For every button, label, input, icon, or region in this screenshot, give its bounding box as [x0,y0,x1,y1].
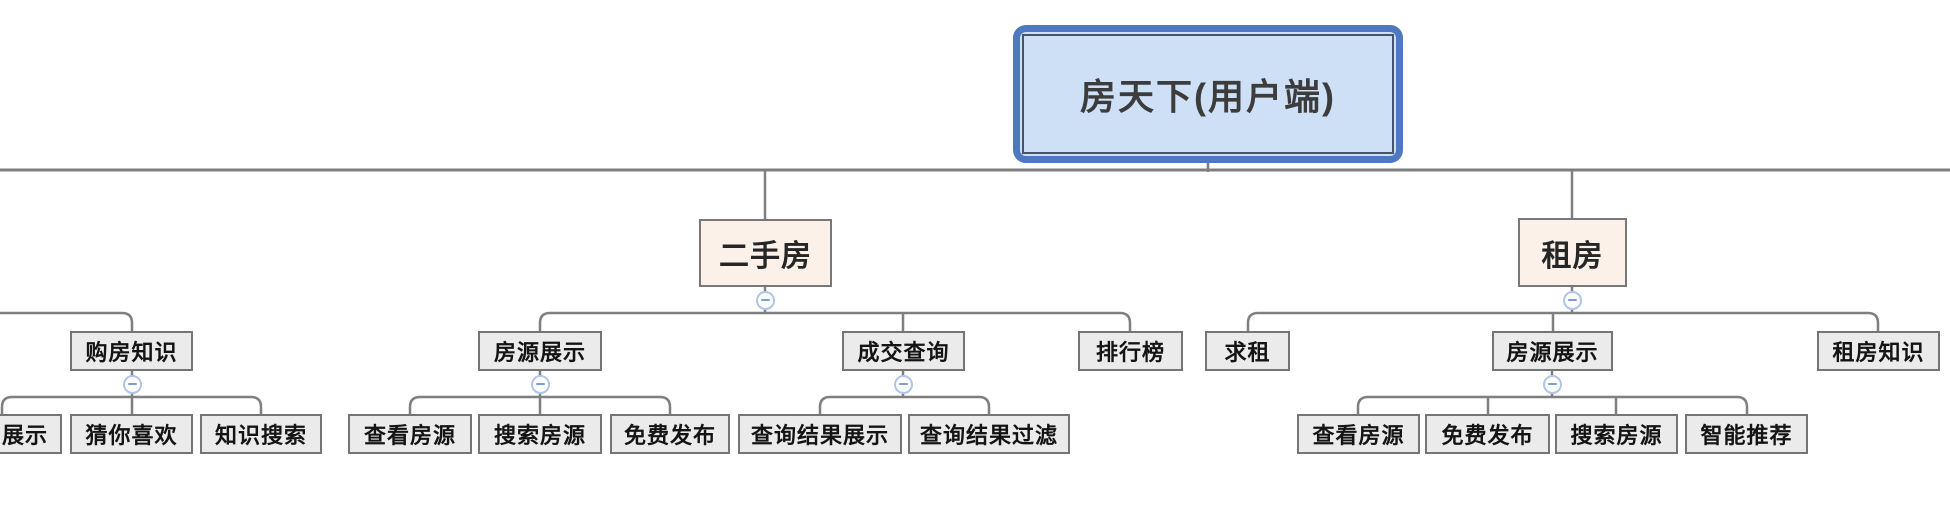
node-label: 猜你喜欢 [85,423,178,448]
node-label: 成交查询 [857,340,950,365]
node-zhanshi-cutoff[interactable]: 展示 [0,414,62,454]
node-goufang-zhishi[interactable]: 购房知识 [70,331,193,371]
minus-icon [760,298,770,302]
node-ershoufang[interactable]: 二手房 [699,219,832,287]
node-label: 展示 [1,423,48,448]
node-sousuo-fangyuan-ershou[interactable]: 搜索房源 [478,414,602,454]
node-chakan-fangyuan-ershou[interactable]: 查看房源 [348,414,472,454]
connector-branch-6 [0,311,134,332]
node-zhishi-sousuo[interactable]: 知识搜索 [200,414,322,454]
node-zufang[interactable]: 租房 [1518,218,1627,287]
node-root[interactable]: 房天下(用户端) [1013,25,1403,163]
node-label: 排行榜 [1095,340,1165,365]
node-sousuo-fangyuan-zufang[interactable]: 搜索房源 [1555,414,1678,454]
collapse-button-chengjiao-chaxun[interactable] [893,374,913,394]
node-label: 房源展示 [1506,340,1599,365]
node-label: 二手房 [719,240,812,273]
node-chakan-fangyuan-zufang[interactable]: 查看房源 [1297,414,1420,454]
node-label: 免费发布 [623,423,716,448]
collapse-button-ershoufang[interactable] [755,290,775,310]
node-label: 搜索房源 [1570,423,1663,448]
minus-icon [127,382,137,386]
node-mianfei-fabu-zufang[interactable]: 免费发布 [1425,414,1550,454]
minus-icon [898,382,908,386]
node-label: 查询结果展示 [750,423,889,448]
node-label: 智能推荐 [1700,423,1793,448]
node-label: 查看房源 [363,423,456,448]
node-label: 购房知识 [85,340,178,365]
node-label: 租房 [1541,239,1604,273]
node-fangyuan-zhanshi-zufang[interactable]: 房源展示 [1492,331,1613,371]
node-qiuzu[interactable]: 求租 [1205,331,1290,371]
node-fangyuan-zhanshi-ershou[interactable]: 房源展示 [478,331,602,371]
node-label: 房源展示 [493,340,586,365]
collapse-button-zufang[interactable] [1562,290,1582,310]
node-label: 房天下(用户端) [1080,76,1336,117]
node-zhineng-tuijian[interactable]: 智能推荐 [1685,414,1808,454]
node-chengjiao-chaxun[interactable]: 成交查询 [842,331,965,371]
connector-branch-5 [1246,286,1880,332]
node-label: 免费发布 [1441,423,1534,448]
collapse-button-goufang-zhishi[interactable] [122,374,142,394]
node-label: 知识搜索 [214,423,307,448]
node-mianfei-fabu-ershou[interactable]: 免费发布 [610,414,730,454]
node-chaxun-jieguo-zhanshi[interactable]: 查询结果展示 [738,414,902,454]
node-label: 租房知识 [1832,340,1925,365]
node-label: 查看房源 [1312,423,1405,448]
node-cainixihuan[interactable]: 猜你喜欢 [70,414,193,454]
node-paihangbang[interactable]: 排行榜 [1078,331,1183,371]
minus-icon [535,382,545,386]
node-label: 搜索房源 [493,423,586,448]
node-zufang-zhishi[interactable]: 租房知识 [1817,331,1940,371]
collapse-button-fangyuan-zhanshi-ershou[interactable] [530,374,550,394]
collapse-button-fangyuan-zhanshi-zufang[interactable] [1542,374,1562,394]
minus-icon [1567,298,1577,302]
node-label: 查询结果过滤 [919,423,1058,448]
connector-branch-4 [538,286,1132,332]
minus-icon [1547,382,1557,386]
node-chaxun-jieguo-guolv[interactable]: 查询结果过滤 [908,414,1070,454]
node-label: 求租 [1224,340,1271,365]
